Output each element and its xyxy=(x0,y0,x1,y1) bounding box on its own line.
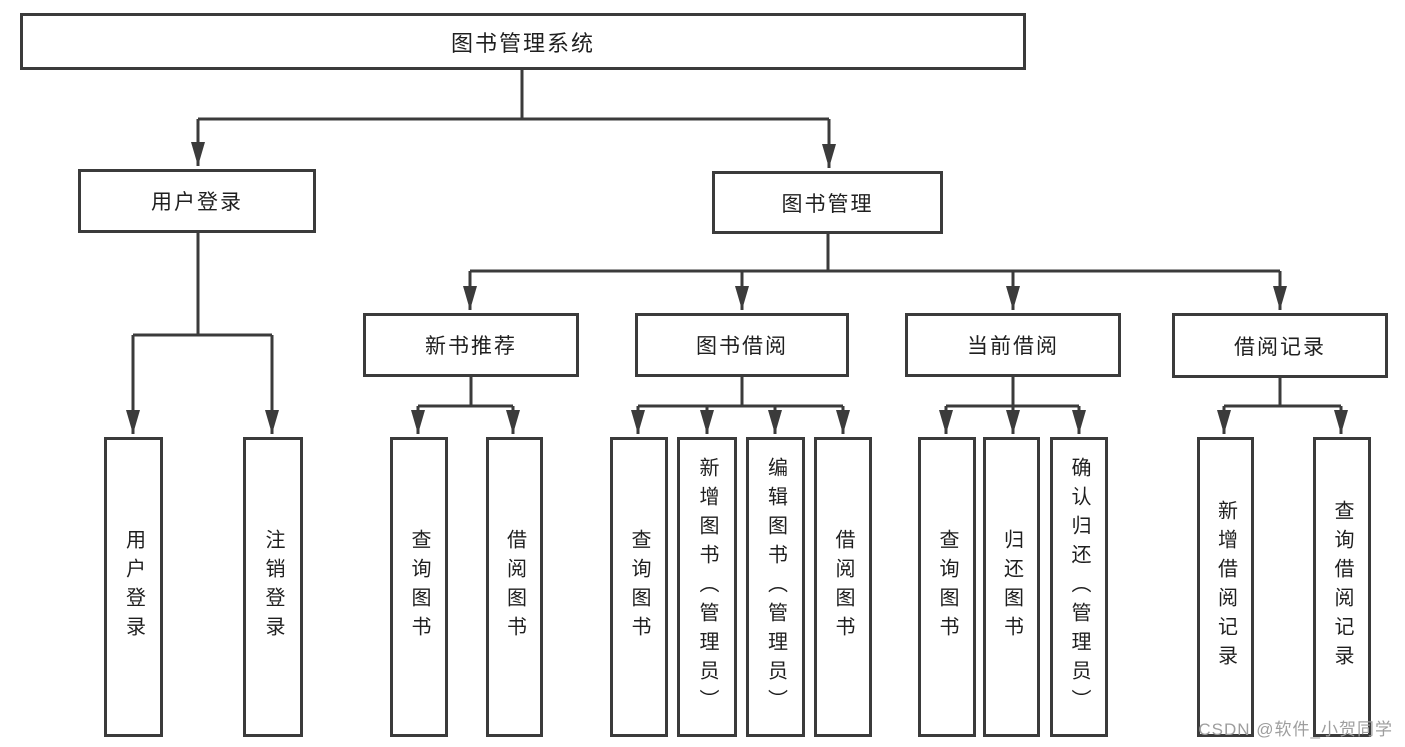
node-label: 用户登录 xyxy=(122,529,145,645)
leaf-add-borrow-record: 新增借阅记录 xyxy=(1197,437,1254,737)
node-label: 用户登录 xyxy=(151,191,243,214)
leaf-edit-book-admin: 编辑图书（管理员） xyxy=(746,437,805,737)
leaf-query-books-2: 查询图书 xyxy=(610,437,668,737)
leaf-user-login: 用户登录 xyxy=(104,437,163,737)
leaf-return-books: 归还图书 xyxy=(983,437,1040,737)
node-label: 编辑图书（管理员） xyxy=(764,456,787,718)
node-label: 新增借阅记录 xyxy=(1214,500,1237,674)
node-label: 新书推荐 xyxy=(425,335,517,358)
node-label: 查询图书 xyxy=(936,529,958,645)
leaf-query-books-3: 查询图书 xyxy=(918,437,976,737)
node-borrow-records: 借阅记录 xyxy=(1172,313,1388,378)
node-label: 确认归还（管理员） xyxy=(1068,456,1090,718)
node-label: 查询图书 xyxy=(408,529,430,645)
leaf-confirm-return-admin: 确认归还（管理员） xyxy=(1050,437,1108,737)
node-user-login: 用户登录 xyxy=(78,169,316,233)
leaf-query-borrow-record: 查询借阅记录 xyxy=(1313,437,1371,737)
node-label: 查询借阅记录 xyxy=(1331,500,1353,674)
node-book-management: 图书管理 xyxy=(712,171,943,234)
node-label: 注销登录 xyxy=(262,529,284,645)
node-label: 图书管理系统 xyxy=(450,30,595,56)
node-label: 图书借阅 xyxy=(696,335,788,358)
leaf-query-books-1: 查询图书 xyxy=(390,437,448,737)
node-label: 当前借阅 xyxy=(967,335,1059,358)
node-current-borrow: 当前借阅 xyxy=(905,313,1121,377)
node-book-borrow: 图书借阅 xyxy=(635,313,849,377)
node-label: 查询图书 xyxy=(628,529,650,645)
node-label: 新增图书（管理员） xyxy=(696,456,718,718)
leaf-add-book-admin: 新增图书（管理员） xyxy=(677,437,737,737)
node-label: 图书管理 xyxy=(781,192,874,216)
node-new-book-recommend: 新书推荐 xyxy=(363,313,579,377)
leaf-borrow-books-2: 借阅图书 xyxy=(814,437,872,737)
node-label: 借阅图书 xyxy=(503,529,526,645)
leaf-borrow-books-1: 借阅图书 xyxy=(486,437,543,737)
leaf-logout: 注销登录 xyxy=(243,437,303,737)
node-root-library-system: 图书管理系统 xyxy=(20,13,1026,70)
csdn-watermark: CSDN @软件_小贺同学 xyxy=(1198,720,1393,739)
node-label: 归还图书 xyxy=(1000,529,1023,645)
node-label: 借阅记录 xyxy=(1234,335,1326,359)
node-label: 借阅图书 xyxy=(832,529,854,645)
